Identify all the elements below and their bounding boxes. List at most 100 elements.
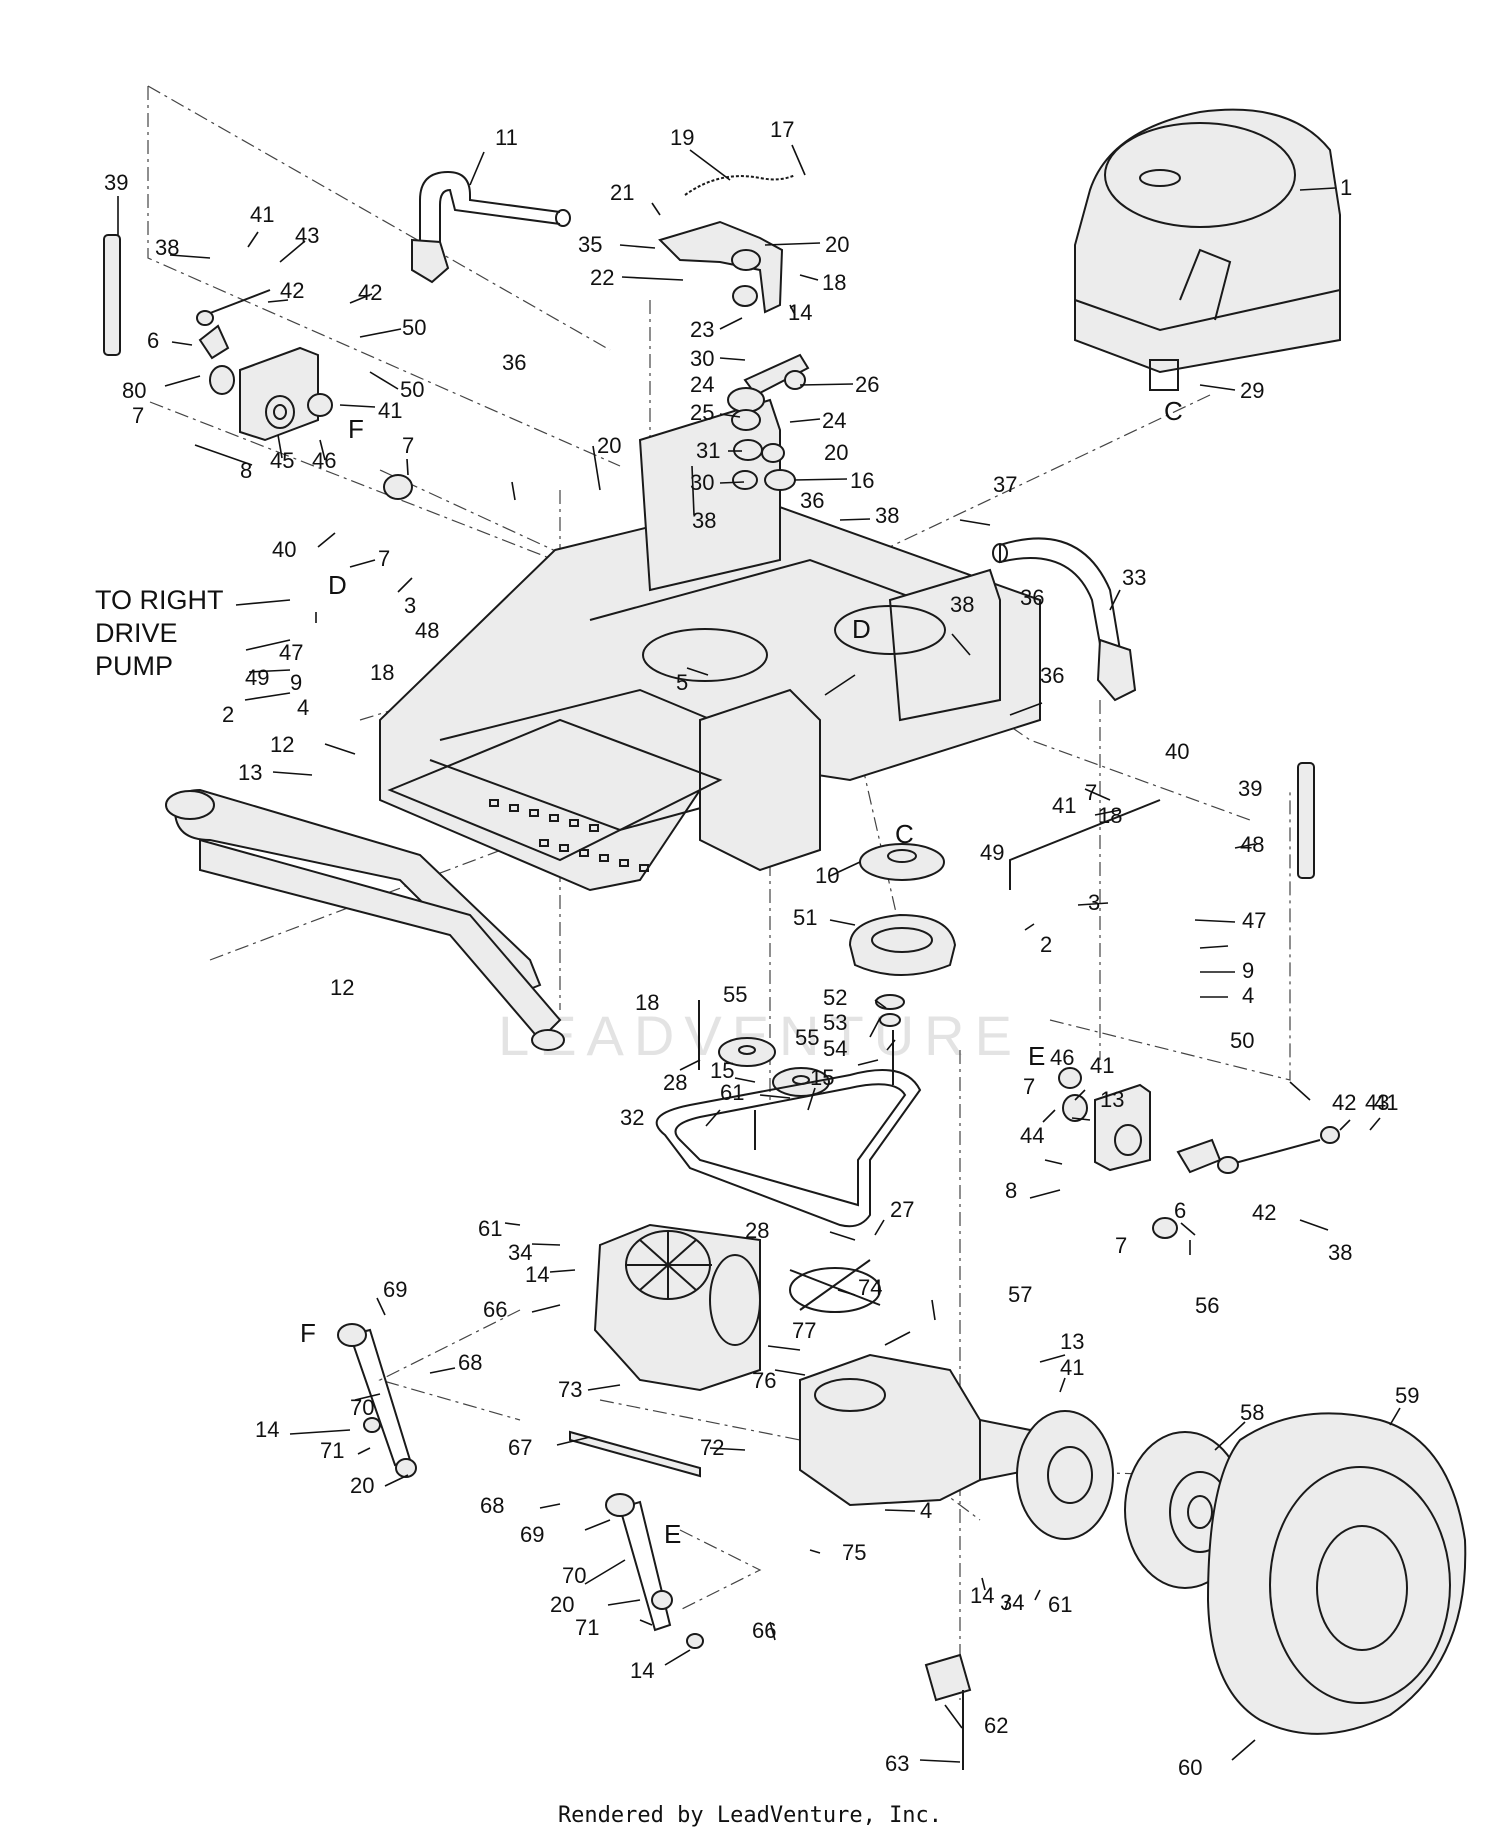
footer-credit: Rendered by LeadVenture, Inc. — [558, 1803, 942, 1828]
callout: 7 — [1115, 1233, 1127, 1258]
callout: 36 — [800, 488, 824, 513]
callout: 71 — [575, 1615, 599, 1640]
callout: 37 — [993, 472, 1017, 497]
callout: 17 — [770, 117, 794, 142]
note-line-2: DRIVE — [95, 618, 178, 648]
callout: 55 — [795, 1025, 819, 1050]
callout: 12 — [270, 732, 294, 757]
right-control-handle — [992, 537, 1137, 702]
callout: 6 — [1174, 1198, 1186, 1223]
callout: 20 — [550, 1592, 574, 1617]
callout: 7 — [378, 546, 390, 571]
callout: 19 — [670, 125, 694, 150]
note-line-3: PUMP — [95, 651, 173, 681]
callout: 9 — [1242, 958, 1254, 983]
callout: 16 — [850, 468, 874, 493]
callout: 36 — [1040, 663, 1064, 688]
callout: 76 — [752, 1368, 776, 1393]
callout: 50 — [1230, 1028, 1254, 1053]
callout: 38 — [155, 235, 179, 260]
callout: 57 — [1008, 1282, 1032, 1307]
letter-marker: E — [1028, 1041, 1045, 1071]
callout: 40 — [1165, 739, 1189, 764]
callout: 15 — [710, 1058, 734, 1083]
callout: 21 — [610, 180, 634, 205]
callout: 28 — [745, 1218, 769, 1243]
callout: 11 — [495, 125, 518, 150]
callout: 39 — [104, 170, 128, 195]
callout: 41 — [1052, 793, 1076, 818]
callout: 74 — [858, 1275, 882, 1300]
callout: 34 — [508, 1240, 532, 1265]
callout: 13 — [1060, 1329, 1084, 1354]
callout: 70 — [350, 1395, 374, 1420]
callout: 71 — [320, 1438, 344, 1463]
callout: 41 — [378, 398, 402, 423]
callout: 68 — [458, 1350, 482, 1375]
callout: 53 — [823, 1010, 847, 1035]
left-transaxle — [593, 1223, 761, 1392]
callout: 30 — [690, 346, 714, 371]
left-linkage-assembly — [103, 234, 413, 500]
callout: 62 — [984, 1713, 1008, 1738]
callout: 63 — [885, 1751, 909, 1776]
callout: 56 — [1195, 1293, 1219, 1318]
callout: 44 — [1020, 1123, 1044, 1148]
callout: 69 — [520, 1522, 544, 1547]
callout: 24 — [690, 372, 714, 397]
callout: 9 — [290, 670, 302, 695]
right-drive-pump-note: TO RIGHT DRIVE PUMP — [95, 585, 224, 681]
callout: 61 — [1048, 1592, 1072, 1617]
callout: 7 — [402, 433, 414, 458]
callout: 45 — [270, 448, 294, 473]
callout: 48 — [1240, 832, 1264, 857]
callout: 47 — [1242, 908, 1266, 933]
callout: 23 — [690, 317, 714, 342]
letter-marker: D — [852, 614, 871, 644]
callout: 50 — [402, 315, 426, 340]
tire — [1206, 1412, 1467, 1735]
callout: 12 — [330, 975, 354, 1000]
callout: 47 — [279, 640, 303, 665]
callout: 73 — [558, 1377, 582, 1402]
callout: 13 — [238, 760, 262, 785]
callout: 38 — [950, 592, 974, 617]
callout: 69 — [383, 1277, 407, 1302]
callout: 35 — [578, 232, 602, 257]
callout: 27 — [890, 1197, 914, 1222]
letter-marker: F — [300, 1318, 316, 1348]
callout: 42 — [358, 280, 382, 305]
callout: 50 — [400, 377, 424, 402]
callout: 14 — [788, 300, 812, 325]
callout: 38 — [875, 503, 899, 528]
callout: 24 — [822, 408, 846, 433]
callout: 13 — [1100, 1087, 1124, 1112]
callout: 18 — [1098, 803, 1122, 828]
letter-marker: C — [1164, 396, 1183, 426]
callout: 49 — [245, 665, 269, 690]
callout: 4 — [1242, 983, 1254, 1008]
letter-marker: E — [664, 1519, 681, 1549]
callout: 41 — [1374, 1090, 1398, 1115]
callout: 6 — [147, 328, 159, 353]
callout: 41 — [1090, 1053, 1114, 1078]
callout: 20 — [824, 440, 848, 465]
part-callouts: 1 11 17 19 21 35 20 18 14 22 23 30 24 26… — [104, 117, 1419, 1780]
callout: 41 — [1060, 1355, 1084, 1380]
callout: 54 — [823, 1036, 847, 1061]
callout: 46 — [312, 448, 336, 473]
callout: 42 — [1332, 1090, 1356, 1115]
callout: 38 — [1328, 1240, 1352, 1265]
callout: 68 — [480, 1493, 504, 1518]
callout: 66 — [752, 1618, 776, 1643]
callout: 28 — [663, 1070, 687, 1095]
letter-marker: C — [895, 819, 914, 849]
callout: 4 — [297, 695, 309, 720]
callout: 8 — [1005, 1178, 1017, 1203]
callout: 40 — [272, 537, 296, 562]
callout: 7 — [132, 403, 144, 428]
reference-letters: C C D D E E F F — [300, 396, 1183, 1549]
callout: 75 — [842, 1540, 866, 1565]
callout: 20 — [825, 232, 849, 257]
callout: 30 — [690, 470, 714, 495]
